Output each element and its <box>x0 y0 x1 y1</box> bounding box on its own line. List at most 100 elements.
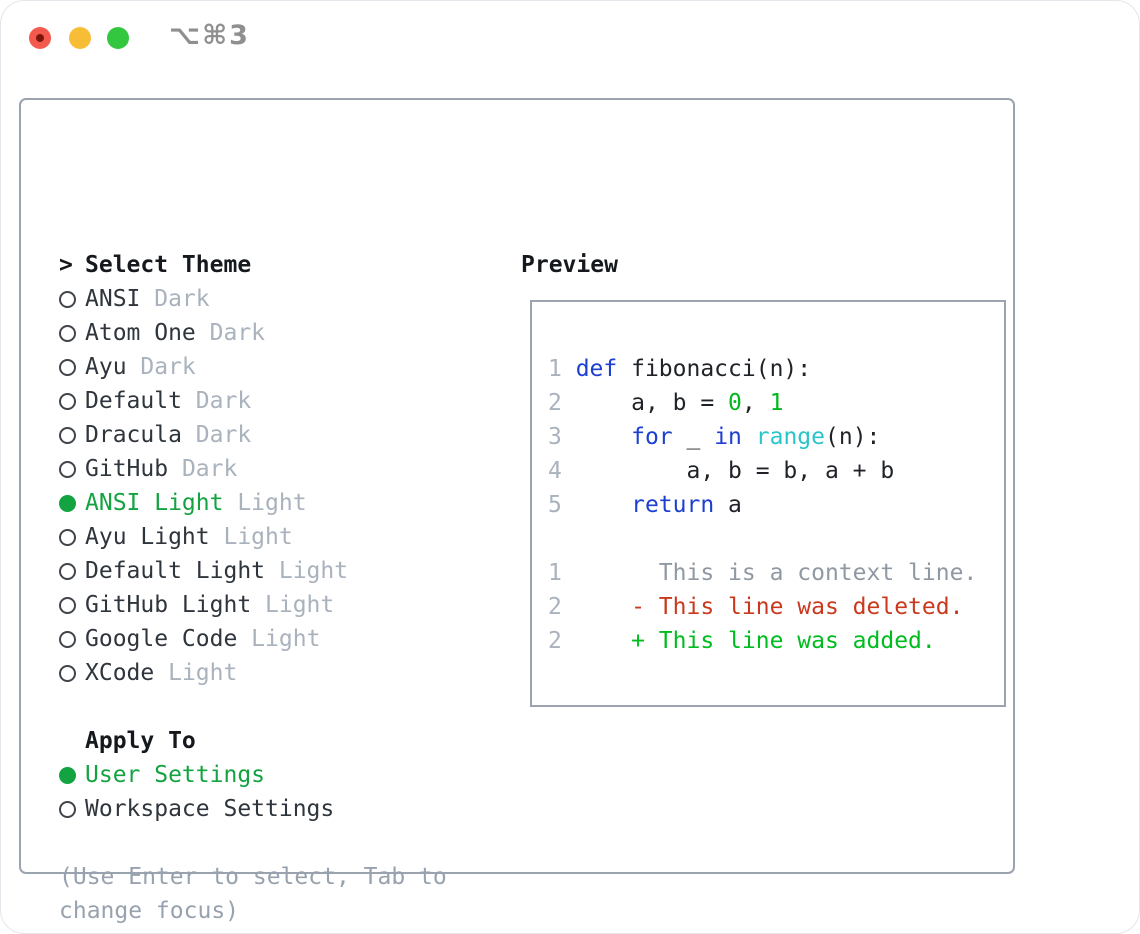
theme-variant: Dark <box>181 388 252 414</box>
apply-option-label: Workspace Settings <box>85 796 335 822</box>
theme-variant: Dark <box>181 422 252 448</box>
line-number: 4 <box>548 458 576 484</box>
theme-variant: Light <box>209 524 293 550</box>
diff-line-added: 2 + This line was added. <box>548 624 1004 658</box>
diff-text: This is a context line. <box>575 560 978 586</box>
theme-name: GitHub Light <box>85 592 252 618</box>
code-token <box>742 424 756 450</box>
diff-text: + This line was added. <box>575 628 936 654</box>
spacer-row <box>59 690 348 724</box>
theme-name: Default <box>85 388 182 414</box>
theme-option-atom-one[interactable]: Atom One Dark <box>59 316 348 350</box>
code-token: for <box>631 424 673 450</box>
apply-option-user-settings[interactable]: User Settings <box>59 758 348 792</box>
code-token: in <box>714 424 742 450</box>
apply-to-header: Apply To <box>59 724 348 758</box>
radio-icon <box>59 426 85 444</box>
theme-option-ansi-light[interactable]: ANSI Light Light <box>59 486 348 520</box>
theme-name: ANSI Light <box>85 490 224 516</box>
radio-icon <box>59 800 85 818</box>
theme-name: Google Code <box>85 626 238 652</box>
line-number: 3 <box>548 424 576 450</box>
theme-option-ayu-light[interactable]: Ayu Light Light <box>59 520 348 554</box>
code-token <box>576 424 631 450</box>
theme-option-google-code[interactable]: Google Code Light <box>59 622 348 656</box>
theme-name: Atom One <box>85 320 196 346</box>
theme-option-github-light[interactable]: GitHub Light Light <box>59 588 348 622</box>
line-number: 5 <box>548 492 576 518</box>
code-line: 3 for _ in range(n): <box>548 420 1004 454</box>
theme-name: GitHub <box>85 456 169 482</box>
select-theme-header: > Select Theme <box>59 248 348 282</box>
diff-line-deleted: 2 - This line was deleted. <box>548 590 1004 624</box>
radio-icon <box>59 528 85 546</box>
line-number: 1 <box>548 560 576 586</box>
line-number: 2 <box>548 594 576 620</box>
radio-icon <box>59 630 85 648</box>
close-button[interactable] <box>29 27 51 49</box>
code-token: a, b = b, a + b <box>575 458 895 484</box>
code-token: fibonacci(n): <box>617 356 812 382</box>
radio-icon <box>59 290 85 308</box>
code-line: 2 a, b = 0, 1 <box>548 386 1004 420</box>
theme-variant: Dark <box>195 320 266 346</box>
window-shortcut-label: ⌥⌘3 <box>169 20 250 51</box>
theme-name: Ayu Light <box>85 524 210 550</box>
diff-text: - This line was deleted. <box>575 594 964 620</box>
code-token: a, b = <box>575 390 729 416</box>
preview-title: Preview <box>521 252 618 278</box>
code-token: (n): <box>825 424 881 450</box>
theme-option-github[interactable]: GitHub Dark <box>59 452 348 486</box>
code-line: 5 return a <box>548 488 1004 522</box>
diff-line-context: 1 This is a context line. <box>548 556 1004 590</box>
apply-to-title: Apply To <box>85 728 196 754</box>
focus-caret-icon: > <box>59 252 73 278</box>
theme-option-default[interactable]: Default Dark <box>59 384 348 418</box>
apply-option-label: User Settings <box>85 762 266 788</box>
radio-icon <box>59 460 85 478</box>
theme-option-xcode[interactable]: XCode Light <box>59 656 348 690</box>
theme-variant: Dark <box>168 456 238 482</box>
zoom-button[interactable] <box>107 27 129 49</box>
code-line: 1 def fibonacci(n): <box>548 352 1004 386</box>
theme-variant: Dark <box>140 286 210 312</box>
radio-selected-icon <box>59 766 85 784</box>
code-token: a <box>714 492 742 518</box>
theme-option-ayu[interactable]: Ayu Dark <box>59 350 348 384</box>
theme-name: XCode <box>85 660 155 686</box>
radio-icon <box>59 562 85 580</box>
theme-name: Ayu <box>85 354 127 380</box>
theme-name: ANSI <box>85 286 141 312</box>
apply-option-workspace-settings[interactable]: Workspace Settings <box>59 792 348 826</box>
radio-selected-icon <box>59 494 85 512</box>
theme-variant: Light <box>265 558 349 584</box>
help-text: (Use Enter to select, Tab to change focu… <box>59 864 447 924</box>
code-token: range <box>755 424 825 450</box>
code-token: _ <box>672 424 715 450</box>
code-token <box>576 492 631 518</box>
code-token: , <box>741 390 770 416</box>
theme-name: Dracula <box>85 422 182 448</box>
theme-option-dracula[interactable]: Dracula Dark <box>59 418 348 452</box>
theme-option-default-light[interactable]: Default Light Light <box>59 554 348 588</box>
code-token: 0 <box>728 390 742 416</box>
theme-variant: Light <box>154 660 238 686</box>
diff-block: 1 This is a context line.2 - This line w… <box>548 556 1004 658</box>
code-token: 1 <box>769 390 784 416</box>
code-line: 4 a, b = b, a + b <box>548 454 1004 488</box>
theme-name: Default Light <box>85 558 266 584</box>
theme-option-ansi[interactable]: ANSI Dark <box>59 282 348 316</box>
minimize-button[interactable] <box>69 27 91 49</box>
radio-icon <box>59 596 85 614</box>
theme-variant: Light <box>237 626 321 652</box>
radio-icon <box>59 392 85 410</box>
radio-icon <box>59 664 85 682</box>
line-number: 2 <box>548 628 576 654</box>
select-theme-title: Select Theme <box>85 252 252 278</box>
